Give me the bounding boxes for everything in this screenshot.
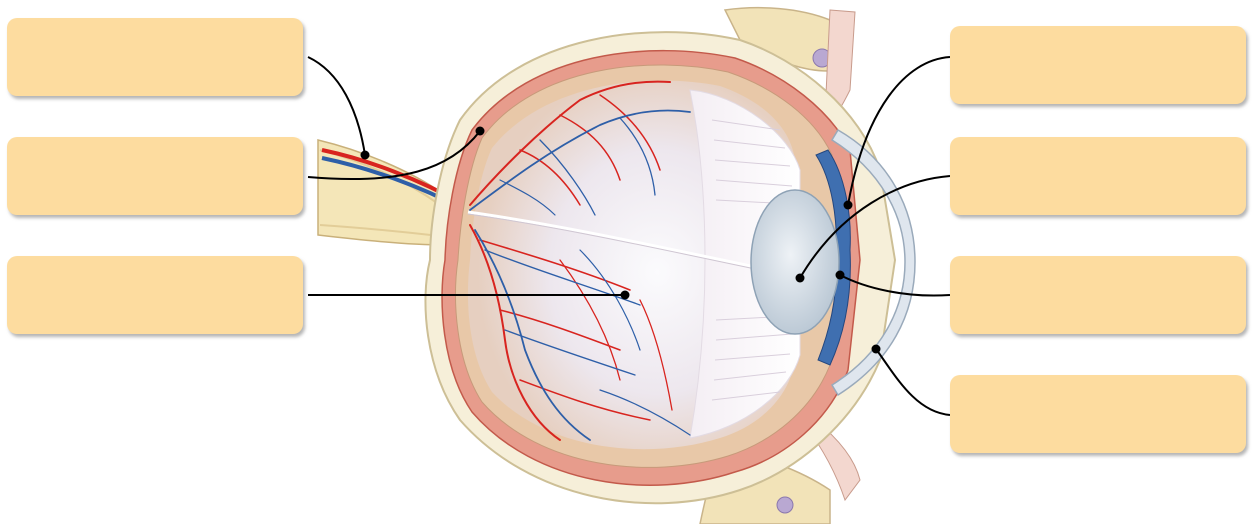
label-box-right-1[interactable] [950, 26, 1246, 104]
label-box-left-3[interactable] [7, 256, 303, 334]
label-box-right-3[interactable] [950, 256, 1246, 334]
leader-l1 [308, 57, 365, 155]
label-box-right-2[interactable] [950, 137, 1246, 215]
label-box-left-1[interactable] [7, 18, 303, 96]
lens [751, 190, 839, 334]
label-box-right-4[interactable] [950, 375, 1246, 453]
leader-r4 [876, 349, 950, 415]
label-box-left-2[interactable] [7, 137, 303, 215]
